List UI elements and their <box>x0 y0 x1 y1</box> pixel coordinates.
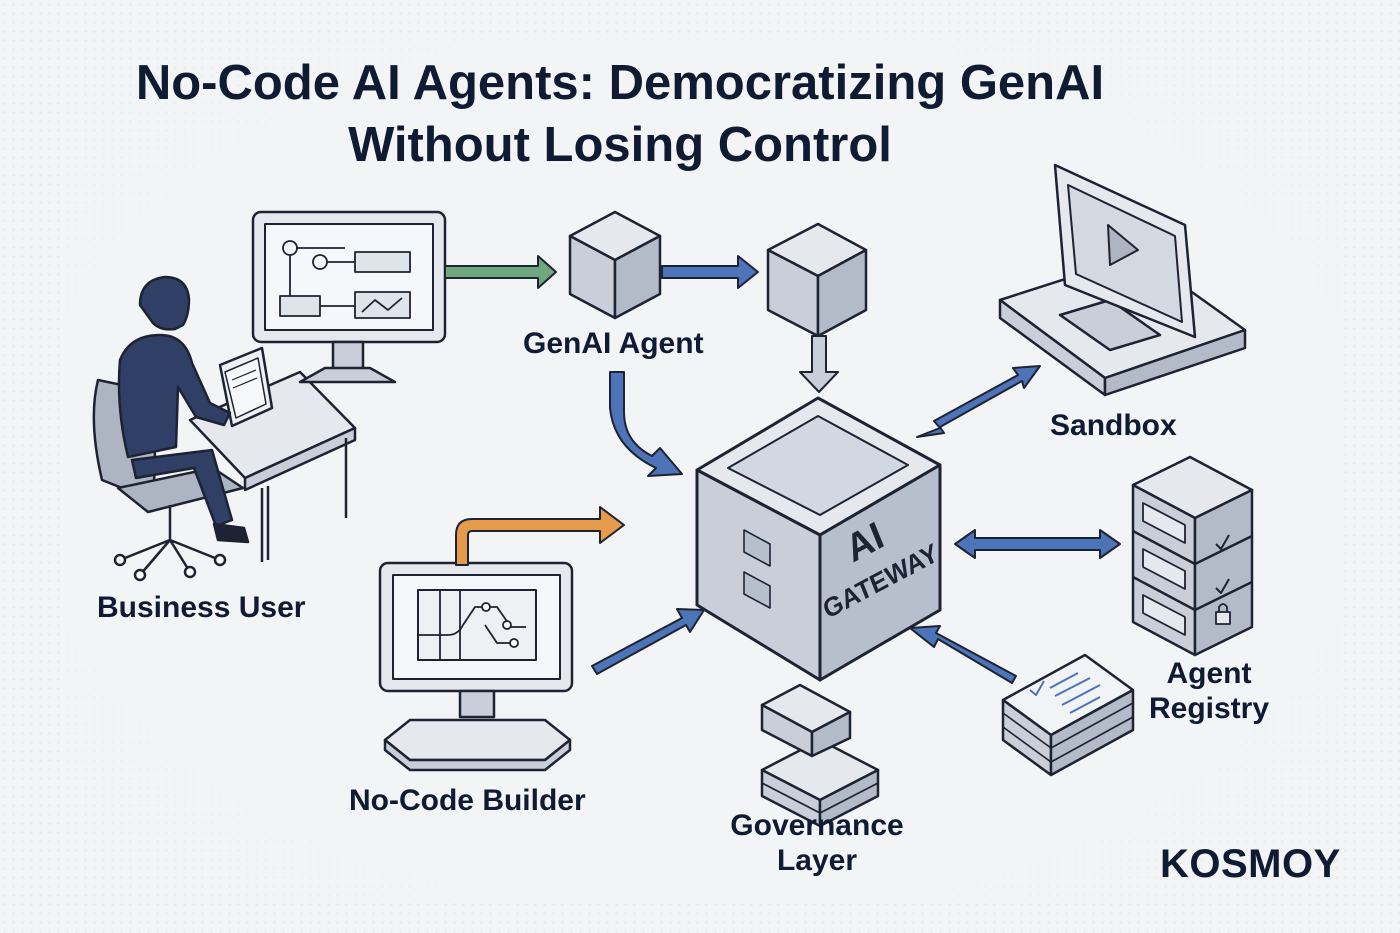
sandbox-illustration <box>998 163 1247 397</box>
ai-gateway-cube <box>695 396 942 682</box>
arrow-builder-diag-to-gateway <box>591 608 705 675</box>
agent-registry-label-line-2: Registry <box>1148 692 1270 725</box>
business-monitor-illustration <box>251 210 447 384</box>
agent-registry-label: Agent Registry <box>1145 656 1273 726</box>
genai-agent-label: GenAI Agent <box>523 327 704 360</box>
governance-layer-label-line-2: Layer <box>776 844 858 877</box>
governance-layer-label-line-1: Governance <box>730 809 904 842</box>
agent-registry-label-line-1: Agent <box>1166 657 1252 690</box>
arrow-registry-gateway-bidirectional <box>954 529 1121 559</box>
governance-layer-label: Governance Layer <box>726 808 908 878</box>
title-line-2: Without Losing Control <box>348 118 892 172</box>
policy-documents-illustration <box>1001 653 1135 777</box>
no-code-builder-label: No-Code Builder <box>349 784 586 817</box>
business-user-illustration <box>92 275 357 582</box>
business-user-label: Business User <box>97 591 306 624</box>
page-title: No-Code AI Agents: Democratizing GenAI W… <box>0 52 1240 176</box>
arrow-agent-to-agent <box>661 255 759 289</box>
genai-agent-cube-2 <box>766 222 868 338</box>
genai-agent-cube-1 <box>568 210 662 320</box>
arrow-user-to-agent <box>444 255 557 289</box>
arrow-agent-curve-to-gateway <box>609 371 683 477</box>
arrow-sandbox-gateway-bidirectional <box>916 365 1041 438</box>
arrow-docs-to-gateway <box>909 625 1017 684</box>
governance-layer-illustration <box>760 683 880 828</box>
agent-registry-illustration <box>1131 455 1254 657</box>
arrow-builder-to-gateway <box>455 506 625 566</box>
title-line-1: No-Code AI Agents: Democratizing GenAI <box>135 56 1105 110</box>
brand-logo-text: KOSMOY <box>1160 842 1341 886</box>
arrow-agent-down-to-gateway <box>799 335 839 393</box>
sandbox-label: Sandbox <box>1050 409 1177 442</box>
no-code-builder-illustration <box>378 561 574 772</box>
